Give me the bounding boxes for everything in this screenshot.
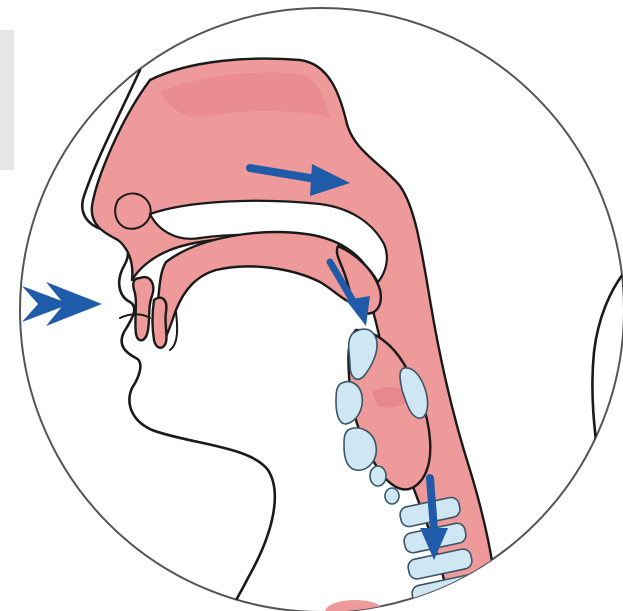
small-cartilage-1 (370, 466, 386, 486)
lower-lip (153, 298, 167, 348)
edge-remnant (0, 30, 14, 170)
small-cartilage-2 (385, 488, 399, 504)
cricoid-cartilage (344, 428, 376, 470)
